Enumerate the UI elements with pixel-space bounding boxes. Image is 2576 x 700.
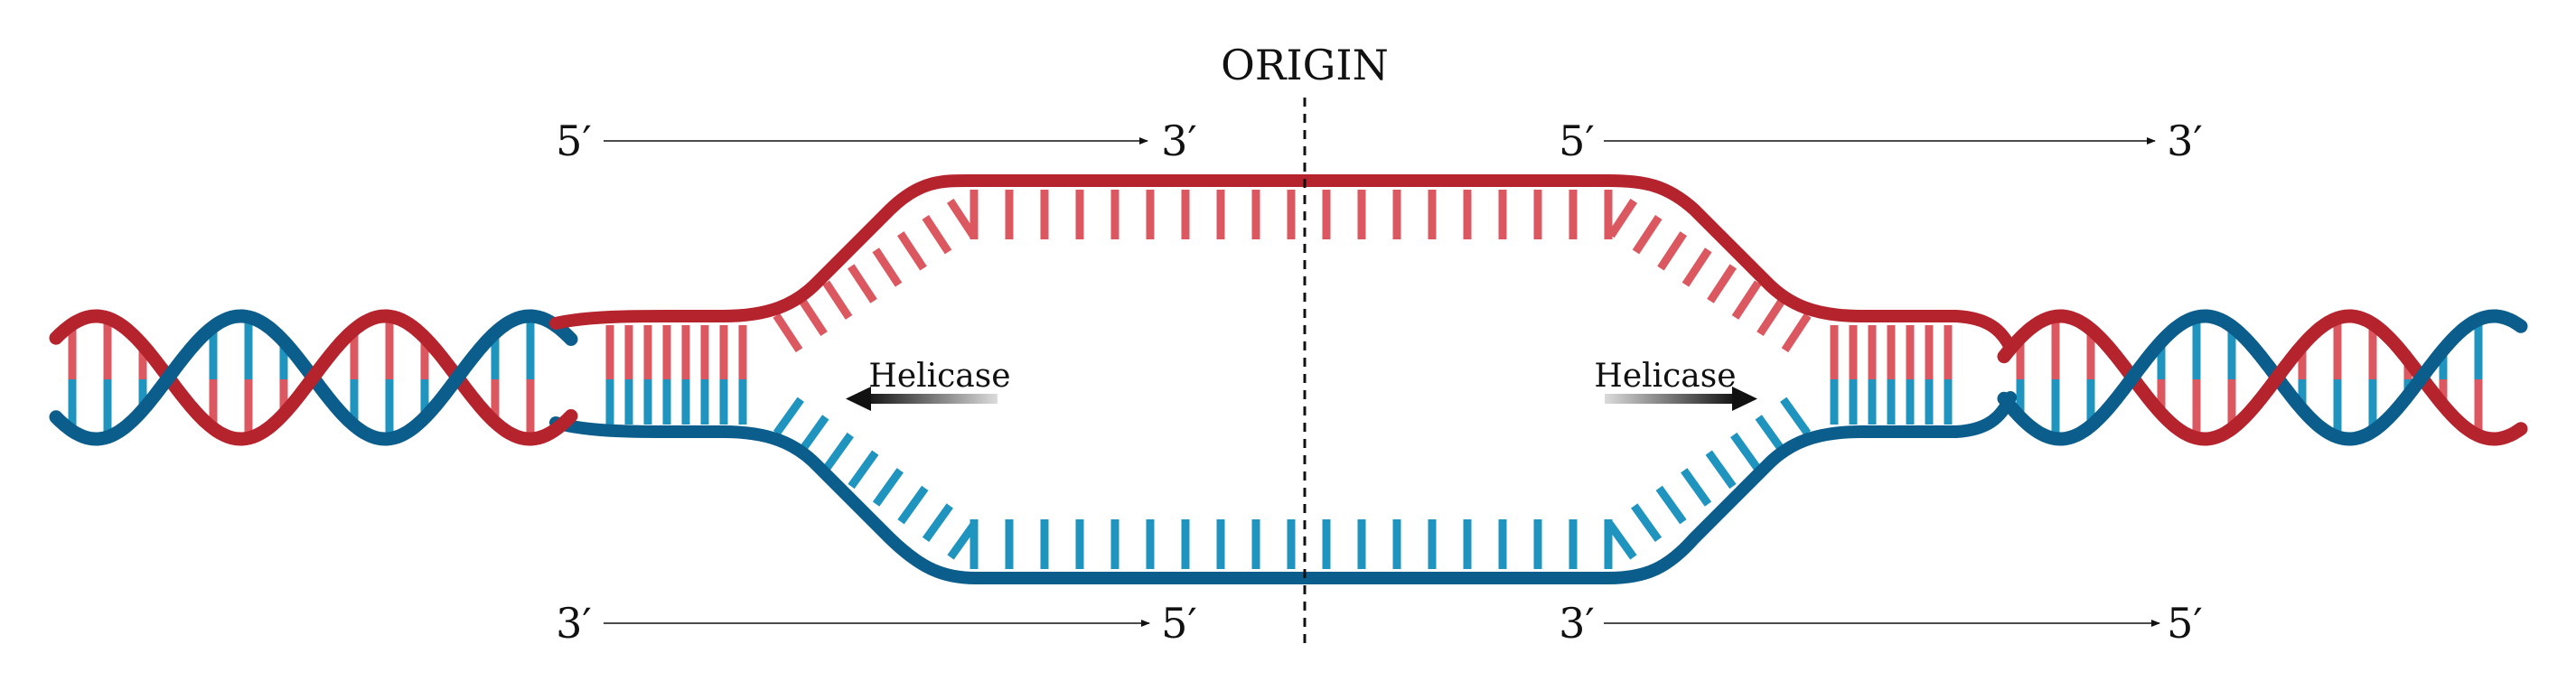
right-helix-red-strand xyxy=(1997,309,2069,364)
right-helix-blue-strand xyxy=(2055,309,2214,446)
top-right-slant-rung xyxy=(1707,264,1738,303)
left-helix-red-strand xyxy=(49,309,105,345)
top-right-slant-rung xyxy=(1756,296,1787,337)
bottom-left-slant-rung xyxy=(822,432,854,471)
left-helix-blue-strand xyxy=(379,309,539,446)
bottom-right-slant-rung xyxy=(1705,450,1737,490)
helicase-right-label: Helicase xyxy=(1594,358,1736,395)
bottom-right-slant-rung xyxy=(1606,520,1637,560)
base-pair-rungs xyxy=(68,190,2483,569)
bottom-right-slant-rung xyxy=(1780,397,1812,436)
bottom-left-slant-rung xyxy=(947,520,979,560)
right-helix-red-strand xyxy=(2199,309,2358,446)
bottom-left-end-label: 5′ xyxy=(1161,599,1197,648)
bottom-right-slant-rung xyxy=(1730,432,1762,471)
bottom-right-end-label: 5′ xyxy=(2167,599,2203,648)
left-helix-blue-strand xyxy=(49,410,105,446)
bottom-left-slant-rung xyxy=(798,415,829,453)
top-left-slant-rung xyxy=(922,215,952,255)
bottom-right-slant-rung xyxy=(1755,415,1786,453)
bottom-right-slant-rung xyxy=(1631,503,1663,543)
top-right-slant-rung xyxy=(1731,280,1762,320)
bottom-right-start-label: 3′ xyxy=(1559,599,1595,648)
top-left-slant-rung xyxy=(896,231,927,271)
bottom-left-slant-rung xyxy=(897,485,929,525)
helix-front-strands xyxy=(49,309,2528,446)
top-right-slant-rung xyxy=(1657,231,1688,271)
top-left-slant-rung xyxy=(773,313,803,353)
bottom-right-slant-rung xyxy=(1655,485,1687,525)
bottom-left-slant-rung xyxy=(848,450,879,490)
bottom-right-slant-rung xyxy=(1681,468,1712,507)
helicase-left-label: Helicase xyxy=(868,358,1010,395)
top-right-start-label: 5′ xyxy=(1559,117,1595,165)
bottom-left-start-label: 3′ xyxy=(556,599,592,648)
bottom-left-slant-rung xyxy=(872,468,904,507)
bottom-blue-backbone xyxy=(549,391,2017,584)
right-helix-red-strand xyxy=(2488,422,2528,446)
right-helix-blue-strand xyxy=(1997,391,2069,446)
bubble-backbones xyxy=(549,173,2017,584)
top-right-slant-rung xyxy=(1681,247,1712,287)
left-helix-blue-strand xyxy=(90,309,249,446)
bottom-left-slant-rung xyxy=(773,397,804,436)
top-left-slant-rung xyxy=(946,198,977,238)
left-helix-red-strand xyxy=(524,409,578,446)
bottom-left-slant-rung xyxy=(922,503,953,543)
top-left-end-label: 3′ xyxy=(1161,117,1197,165)
top-right-slant-rung xyxy=(1781,313,1812,353)
left-helix-red-strand xyxy=(235,309,394,446)
right-helix-blue-strand xyxy=(2344,309,2503,446)
origin-label: ORIGIN xyxy=(1221,41,1389,89)
top-left-slant-rung xyxy=(872,247,903,287)
top-right-slant-rung xyxy=(1632,215,1663,255)
top-left-slant-rung xyxy=(847,264,877,303)
top-left-slant-rung xyxy=(797,296,828,337)
helicase-left-arrow xyxy=(846,387,998,411)
top-right-end-label: 3′ xyxy=(2167,117,2203,165)
top-red-backbone xyxy=(549,173,2017,354)
top-left-slant-rung xyxy=(822,280,853,320)
top-right-slant-rung xyxy=(1607,198,1638,238)
helicase-right-arrow xyxy=(1605,387,1757,411)
top-left-start-label: 5′ xyxy=(556,117,592,165)
